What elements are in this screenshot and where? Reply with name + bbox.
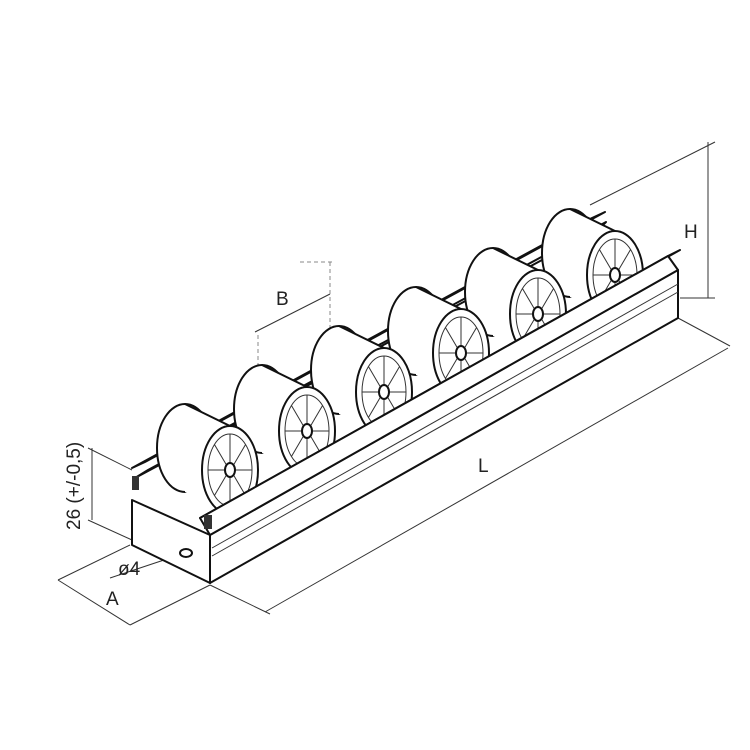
roller (233, 364, 336, 476)
roller-spoke (618, 249, 631, 271)
profile-height-extension-bottom (87, 519, 133, 541)
roller-spoke (464, 327, 477, 349)
rail-groove (211, 291, 679, 557)
rail-body (131, 249, 681, 584)
roller-spoke (214, 474, 227, 496)
h-extension-top (589, 141, 716, 206)
roller (310, 325, 413, 437)
axle-end (132, 476, 139, 490)
label-b: B (276, 289, 289, 310)
roller-spoke (368, 396, 381, 418)
roller-spoke (233, 474, 246, 496)
rail-front-lip (199, 255, 679, 536)
roller-edge (338, 325, 385, 349)
label-l: L (478, 456, 489, 477)
roller-spoke (541, 288, 554, 310)
roller-hub (378, 384, 390, 400)
dimension-labels: H B L 26 (+/-0,5) ø4 A (64, 222, 698, 610)
a-dimension-line (57, 579, 131, 626)
l-extension-back (677, 317, 731, 347)
label-hole-diameter: ø4 (118, 559, 141, 580)
roller-hub (301, 423, 313, 439)
roller-spoke (445, 357, 458, 379)
roller-spoke (445, 327, 458, 349)
label-profile-height: 26 (+/-0,5) (64, 442, 85, 530)
a-extension-left (57, 544, 131, 581)
roller-hub (224, 462, 236, 478)
roller-edge (415, 286, 462, 310)
a-extension-right (129, 584, 211, 626)
roller-spoke (599, 249, 612, 271)
roller-edge (492, 247, 539, 271)
roller-spoke (214, 444, 227, 466)
roller-spoke (368, 366, 381, 388)
rail-groove (211, 283, 679, 549)
rail-end-face (131, 499, 211, 584)
roller-edge (569, 208, 616, 232)
roller-edge (261, 364, 308, 388)
roller-edge (184, 403, 231, 427)
l-dimension-line (264, 347, 729, 613)
b-dimension-line (254, 293, 331, 333)
axle-end (204, 515, 212, 529)
roller-spoke (233, 444, 246, 466)
roller-spoke (310, 405, 323, 427)
roller-spoke (291, 435, 304, 457)
dimension-lines (57, 141, 731, 626)
roller-hub (609, 267, 621, 283)
label-a: A (106, 589, 119, 610)
mounting-hole (179, 548, 193, 558)
roller-hub (455, 345, 467, 361)
roller-hub (532, 306, 544, 322)
profile-height-extension-top (87, 447, 133, 471)
roller-spoke (291, 405, 304, 427)
roller-spoke (522, 288, 535, 310)
label-h: H (684, 222, 698, 243)
roller-spoke (387, 366, 400, 388)
l-extension-front (209, 584, 271, 615)
